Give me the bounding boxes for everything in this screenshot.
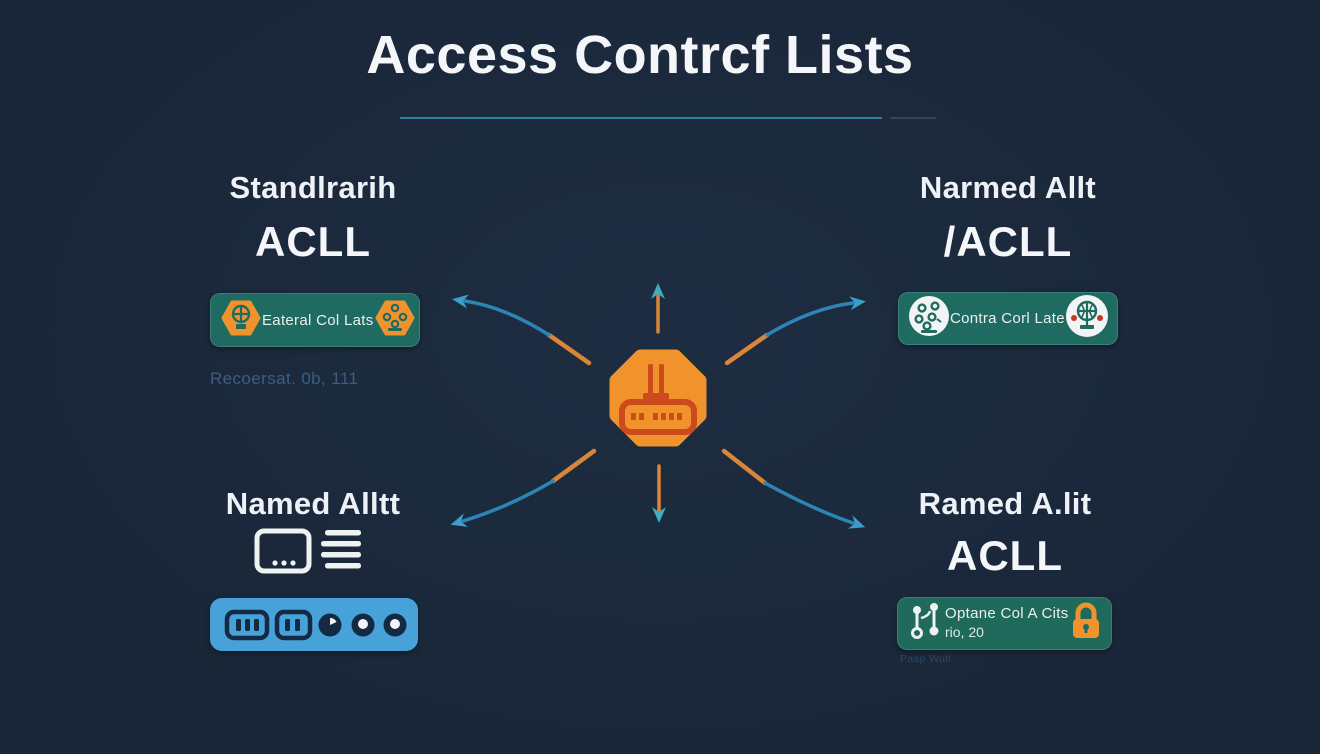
globe-circle-icon [1065,294,1109,343]
quadrant-top-left-heading: Standlrarih [229,170,397,205]
standard-acl-badge: Eateral Col Lats [210,293,420,347]
indicator-dot-icon [318,613,342,637]
title-underline-faint [890,117,936,119]
badge-label: Optane Col A Cits [945,605,1069,623]
router-icon [609,349,707,447]
monitor-icon [254,528,312,574]
quadrant-bottom-right-subheading: ACLL [947,532,1063,579]
badge-label: Contra Corl Late [950,310,1065,327]
curved-arrow-top-right-tail [724,332,770,366]
port-icon [274,609,313,641]
curved-arrow-top-left-tail [546,332,592,366]
network-nodes-hexagon-icon [374,299,416,342]
quadrant-top-right-subheading: /ACLL [943,218,1073,265]
quadrant-bottom-right-caption: Paap Wutl [900,653,951,665]
indicator-dot-icon [351,613,375,637]
curved-arrow-bottom-left-tail [550,448,597,484]
quadrant-bottom-right-heading: Ramed A.lit [918,486,1092,521]
curved-arrow-bottom-right [763,481,866,529]
badge-sublabel: rio, 20 [945,624,984,641]
router-node [598,338,718,458]
curved-arrow-bottom-right-tail [721,448,768,486]
quadrant-top-right-heading: Narmed Allt [919,170,1097,205]
globe-stand-hexagon-icon [220,299,262,342]
list-lines-icon [321,530,361,569]
git-branch-icon [907,600,945,647]
network-nodes-circle-icon [908,295,950,342]
quadrant-bottom-left-heading: Named Alltt [225,486,401,521]
bottom-left-icons [253,527,373,582]
curved-arrow-top-right [765,296,866,337]
indicator-dot-icon [383,613,407,637]
switch-device-bar [210,598,418,651]
quadrant-top-left-caption: Recoersat. 0b, 111 [210,369,359,388]
badge-text: Optane Col A Cits rio, 20 [945,605,1069,641]
extended-acl-badge: Contra Corl Late [898,292,1118,345]
lock-icon [1069,601,1103,646]
page-title: Access Contrcf Lists [366,25,914,85]
options-acl-badge: Optane Col A Cits rio, 20 [897,597,1112,650]
curved-arrow-top-left [452,294,551,337]
port-icon [224,609,270,641]
title-underline [400,117,882,119]
quadrant-top-left-subheading: ACLL [255,218,371,265]
curved-arrow-bottom-left [450,479,555,527]
badge-label: Eateral Col Lats [262,311,374,329]
